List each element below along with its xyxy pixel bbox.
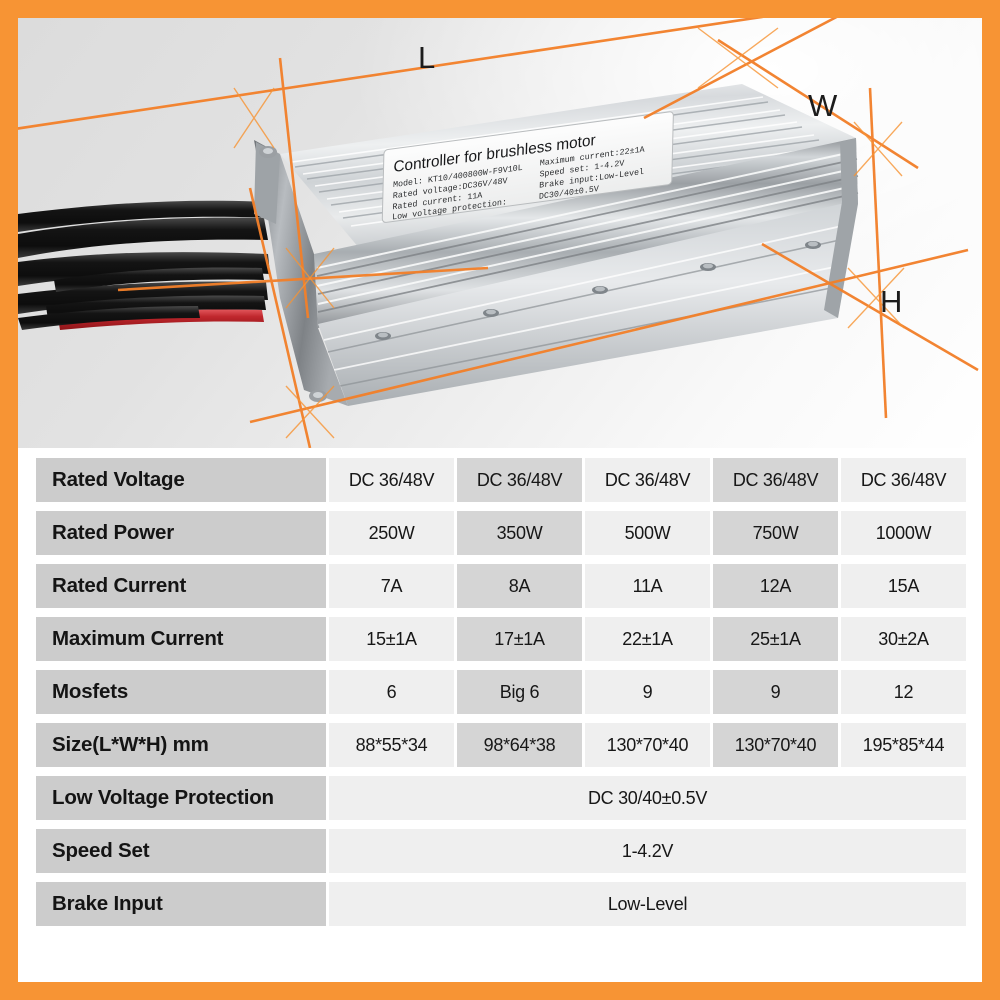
table-cell: 7A [329,564,454,608]
table-row: Brake Input Low-Level [36,882,966,926]
table-row: Speed Set 1-4.2V [36,829,966,873]
product-label: Controller for brushless motor Model: KT… [381,111,674,223]
product-photo: Controller for brushless motor Model: KT… [18,18,982,448]
table-cell: 25±1A [713,617,838,661]
table-cell: DC 36/48V [713,458,838,502]
row-label: Rated Current [36,564,326,608]
mosfet-screws [375,241,821,340]
row-label: Maximum Current [36,617,326,661]
dimension-label-width: W [808,88,838,123]
table-cell: 750W [713,511,838,555]
table-cell: 130*70*40 [713,723,838,767]
table-cell: 9 [713,670,838,714]
controller-illustration: Controller for brushless motor Model: KT… [18,18,979,448]
table-cell: 130*70*40 [585,723,710,767]
table-cell: 500W [585,511,710,555]
table-cell-spanning: 1-4.2V [329,829,966,873]
table-cell: 195*85*44 [841,723,966,767]
row-cells: 6 Big 6 9 9 12 [329,670,966,714]
row-label: Mosfets [36,670,326,714]
table-cell: 6 [329,670,454,714]
row-label: Low Voltage Protection [36,776,326,820]
content-frame: Controller for brushless motor Model: KT… [18,18,982,982]
table-cell: 88*55*34 [329,723,454,767]
row-label: Speed Set [36,829,326,873]
table-cell: 11A [585,564,710,608]
table-cell: 12A [713,564,838,608]
table-row: Low Voltage Protection DC 30/40±0.5V [36,776,966,820]
table-row: Rated Voltage DC 36/48V DC 36/48V DC 36/… [36,458,966,502]
row-cells: 250W 350W 500W 750W 1000W [329,511,966,555]
table-cell: 15±1A [329,617,454,661]
row-label: Size(L*W*H) mm [36,723,326,767]
row-cells: 7A 8A 11A 12A 15A [329,564,966,608]
table-cell: Big 6 [457,670,582,714]
motor-cables [18,200,270,330]
table-cell: 98*64*38 [457,723,582,767]
row-cells: 15±1A 17±1A 22±1A 25±1A 30±2A [329,617,966,661]
row-cells: DC 36/48V DC 36/48V DC 36/48V DC 36/48V … [329,458,966,502]
table-row: Rated Current 7A 8A 11A 12A 15A [36,564,966,608]
table-cell: DC 36/48V [585,458,710,502]
table-cell: 1000W [841,511,966,555]
row-label: Rated Power [36,511,326,555]
table-cell: DC 36/48V [841,458,966,502]
dimension-lines [18,18,979,448]
row-cells: 88*55*34 98*64*38 130*70*40 130*70*40 19… [329,723,966,767]
dimension-label-height: H [880,284,903,319]
table-row: Mosfets 6 Big 6 9 9 12 [36,670,966,714]
table-cell-spanning: DC 30/40±0.5V [329,776,966,820]
table-cell: 9 [585,670,710,714]
table-row: Size(L*W*H) mm 88*55*34 98*64*38 130*70*… [36,723,966,767]
specification-table: Rated Voltage DC 36/48V DC 36/48V DC 36/… [36,458,966,935]
table-cell: DC 36/48V [457,458,582,502]
table-cell: DC 36/48V [329,458,454,502]
table-cell: 30±2A [841,617,966,661]
table-row: Rated Power 250W 350W 500W 750W 1000W [36,511,966,555]
table-cell: 350W [457,511,582,555]
row-label: Brake Input [36,882,326,926]
dimension-sparkles [233,27,905,439]
table-cell-spanning: Low-Level [329,882,966,926]
table-row: Maximum Current 15±1A 17±1A 22±1A 25±1A … [36,617,966,661]
table-cell: 17±1A [457,617,582,661]
table-cell: 12 [841,670,966,714]
table-cell: 8A [457,564,582,608]
table-cell: 15A [841,564,966,608]
table-cell: 250W [329,511,454,555]
dimension-label-length: L [418,40,436,75]
row-label: Rated Voltage [36,458,326,502]
table-cell: 22±1A [585,617,710,661]
